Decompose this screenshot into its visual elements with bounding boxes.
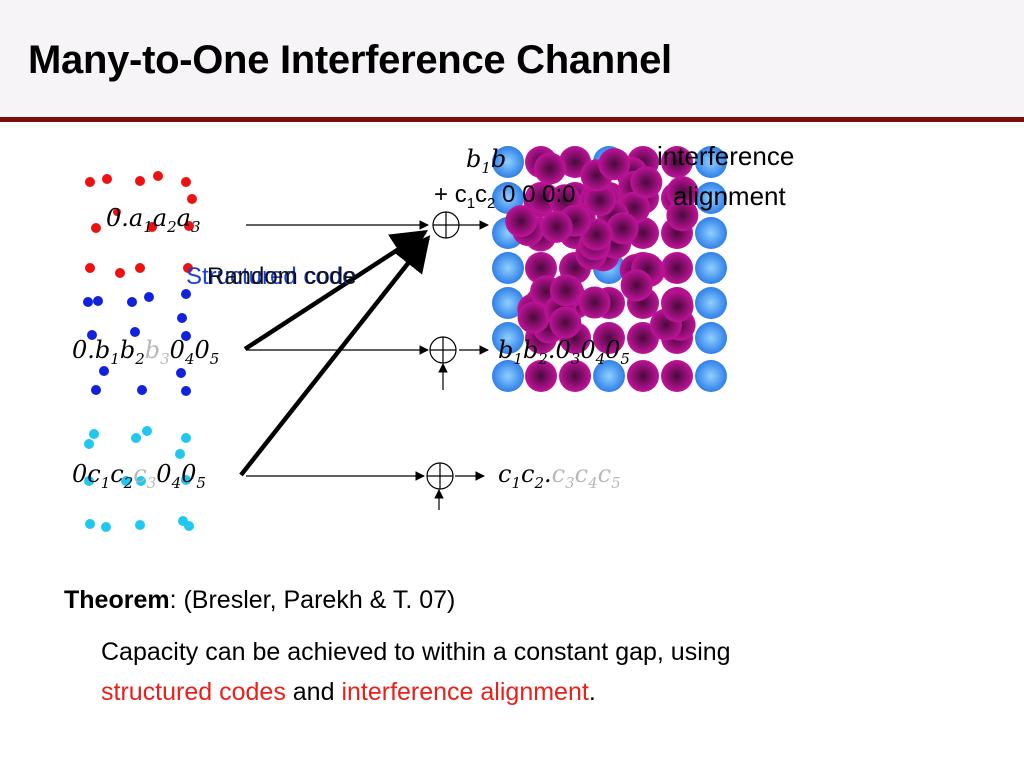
lattice-point [695, 182, 727, 214]
input-c-label: 0c1c2c30405 [72, 460, 206, 492]
lattice-point [549, 306, 582, 339]
alignment-label: alignment [673, 181, 786, 211]
adder-bottom [426, 462, 454, 490]
lattice-point [695, 217, 727, 249]
interference-arrows [239, 230, 431, 477]
lattice-point [492, 146, 524, 178]
lattice-point [661, 290, 694, 323]
lattice-point [695, 360, 727, 392]
sum-c-terms: + c1c2 0 0 0:0 [434, 181, 576, 212]
lattice-point [517, 301, 550, 334]
output-c-label: c1c2.c3c4c5 [498, 460, 621, 492]
title-rule [0, 117, 1024, 122]
random-code-label: Random code [207, 263, 357, 290]
lattice-point [492, 182, 524, 214]
lattice-point [540, 210, 573, 243]
lattice-point [627, 360, 659, 392]
output-b-label: b1b2.030405 [498, 336, 630, 368]
lattice-point [578, 286, 611, 319]
theorem-line: Theorem: (Bresler, Parekh & T. 07) [64, 586, 455, 615]
lattice-point [593, 322, 625, 354]
red-dots [85, 171, 197, 278]
lattice-constellation [492, 146, 727, 392]
page-title: Many-to-One Interference Channel [28, 38, 672, 82]
lattice-point [559, 360, 591, 392]
lattice-point [661, 360, 693, 392]
lattice-point [630, 166, 663, 199]
adders [426, 211, 460, 490]
lattice-point [695, 287, 727, 319]
lattice-point [492, 360, 524, 392]
lattice-point [666, 199, 699, 232]
lattice-point [533, 152, 566, 185]
lattice-point [598, 148, 631, 181]
lattice-point [606, 212, 639, 245]
lattice-point [666, 176, 699, 209]
title-band [0, 0, 1024, 117]
lattice-point [695, 252, 727, 284]
lattice-point [661, 252, 693, 284]
interference-alignment-highlight: interference alignment [341, 678, 589, 706]
theorem-citation: : (Bresler, Parekh & T. 07) [169, 586, 456, 614]
lattice-point [525, 360, 557, 392]
input-a-label: 0.a1a2a3 [106, 204, 201, 236]
lattice-point [549, 274, 582, 307]
theorem-statement: Capacity can be achieved to within a con… [101, 638, 731, 706]
blue-dots [83, 289, 191, 396]
theorem-label: Theorem [64, 586, 170, 614]
lattice-point [695, 146, 727, 178]
structured-code-label: Structured code [186, 263, 356, 290]
adder-top [432, 211, 460, 239]
lattice-point [492, 287, 524, 319]
structured-codes-highlight: structured codes [101, 678, 286, 706]
lattice-point [620, 269, 653, 302]
output-a-label: b1b [466, 145, 507, 177]
lattice-point [505, 205, 538, 238]
lattice-point [584, 184, 617, 217]
lattice-point [695, 322, 727, 354]
lattice-point [492, 252, 524, 284]
adder-middle [429, 336, 457, 364]
input-b-label: 0.b1b2b30405 [72, 336, 220, 368]
interference-label: interference [657, 141, 795, 171]
lattice-point [492, 322, 524, 354]
lattice-point [661, 146, 693, 178]
cyan-dots [84, 426, 194, 532]
lattice-point [593, 360, 625, 392]
